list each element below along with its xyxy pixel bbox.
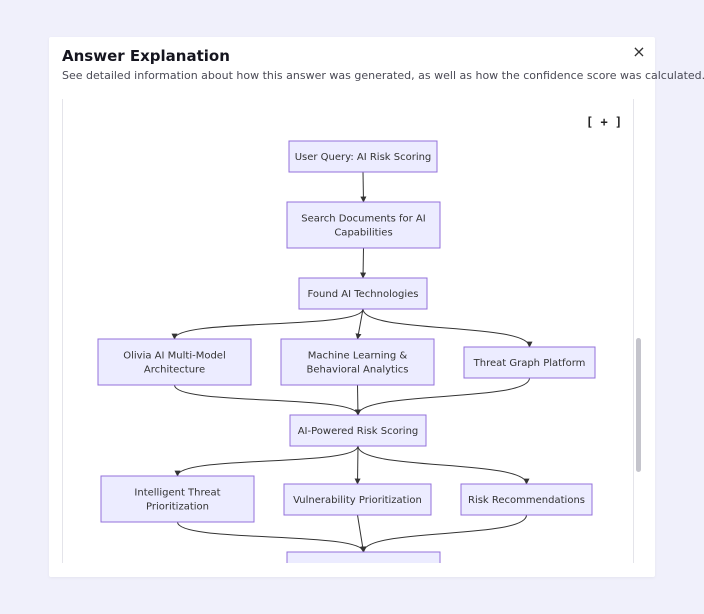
edge-ml-to-scoring — [354, 384, 361, 416]
node-label: Capabilities — [334, 228, 392, 239]
node-label: Prioritization — [146, 502, 209, 513]
scrollbar-thumb[interactable] — [636, 338, 641, 472]
node-box — [289, 414, 427, 447]
edge-threat_graph-to-scoring — [355, 377, 530, 416]
node-box — [460, 483, 593, 516]
node-box — [97, 338, 252, 386]
node-box — [280, 338, 435, 386]
node-box — [463, 346, 596, 379]
node-box — [298, 277, 428, 310]
node-ml: Machine Learning & Behavioral Analytics — [280, 338, 435, 386]
edge-vuln-to-final — [357, 514, 366, 553]
close-icon[interactable]: × — [629, 42, 649, 62]
node-box — [288, 140, 438, 173]
node-search: Search Documents for AI Capabilities — [286, 201, 441, 249]
node-label: Vulnerability Prioritization — [293, 495, 422, 506]
node-label: Olivia AI Multi-Model — [123, 351, 225, 362]
expand-diagram-button[interactable]: [ + ] — [586, 115, 623, 129]
edge-scoring-to-intelligent — [174, 445, 359, 477]
modal-subtitle: See detailed information about how this … — [62, 69, 704, 82]
edge-found-to-ml — [355, 308, 364, 340]
node-label: Machine Learning & — [308, 351, 408, 362]
node-scoring: AI-Powered Risk Scoring — [289, 414, 427, 447]
node-label: Risk Recommendations — [468, 495, 585, 506]
node-box — [286, 551, 441, 563]
edge-recs-to-final — [360, 514, 527, 553]
node-box — [100, 475, 255, 523]
node-label: Search Documents for AI — [301, 214, 425, 225]
node-recs: Risk Recommendations — [460, 483, 593, 516]
node-found: Found AI Technologies — [298, 277, 428, 310]
node-label: Behavioral Analytics — [307, 365, 409, 376]
answer-explanation-modal: Answer Explanation See detailed informat… — [49, 37, 704, 577]
edge-olivia-to-scoring — [174, 384, 361, 416]
node-label: User Query: AI Risk Scoring — [295, 152, 432, 163]
node-final: Final Response: Yes withDetails — [286, 551, 441, 563]
node-label: AI-Powered Risk Scoring — [298, 426, 419, 437]
edge-scoring-to-vuln — [354, 445, 361, 485]
edge-intelligent-to-final — [177, 521, 367, 553]
edge-found-to-olivia — [171, 308, 364, 340]
node-label: Threat Graph Platform — [473, 358, 586, 369]
edge-search-to-found — [360, 247, 367, 279]
node-label: Intelligent Threat — [134, 488, 220, 499]
node-vuln: Vulnerability Prioritization — [283, 483, 432, 516]
node-threat-graph: Threat Graph Platform — [463, 346, 596, 379]
edge-scoring-to-recs — [357, 445, 530, 485]
modal-title: Answer Explanation — [62, 47, 230, 65]
edge-query-to-search — [360, 171, 367, 203]
node-label: Found AI Technologies — [308, 289, 419, 300]
node-box — [283, 483, 432, 516]
node-box — [286, 201, 441, 249]
node-label: Architecture — [144, 365, 205, 376]
node-query: User Query: AI Risk Scoring — [288, 140, 438, 173]
edge-found-to-threat_graph — [362, 308, 533, 348]
